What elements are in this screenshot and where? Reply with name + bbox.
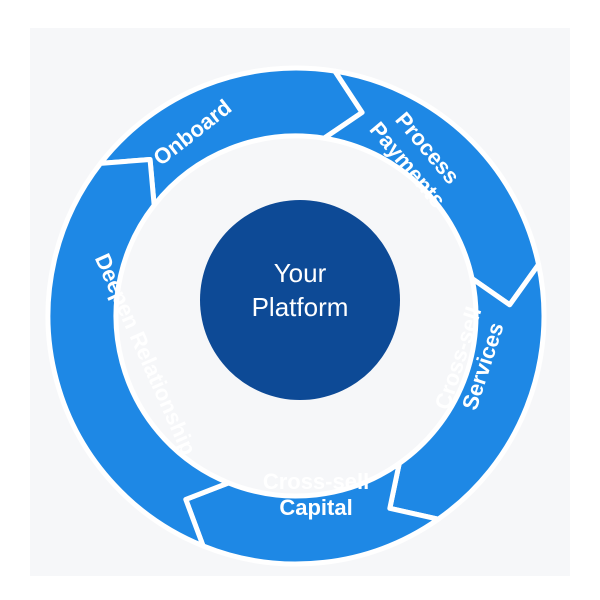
center-label: Your Platform — [252, 258, 349, 322]
center-label-line1: Your — [274, 258, 327, 288]
segment-deepen-relationship — [45, 156, 232, 549]
segment-label-line1: Cross-sell — [263, 469, 369, 494]
center-label-line2: Platform — [252, 292, 349, 322]
center-circle — [200, 200, 400, 400]
segment-label-line2: Capital — [279, 495, 352, 520]
segment-group — [45, 65, 547, 567]
segment-label-cross-sell-capital: Cross-sell Capital — [263, 469, 369, 520]
